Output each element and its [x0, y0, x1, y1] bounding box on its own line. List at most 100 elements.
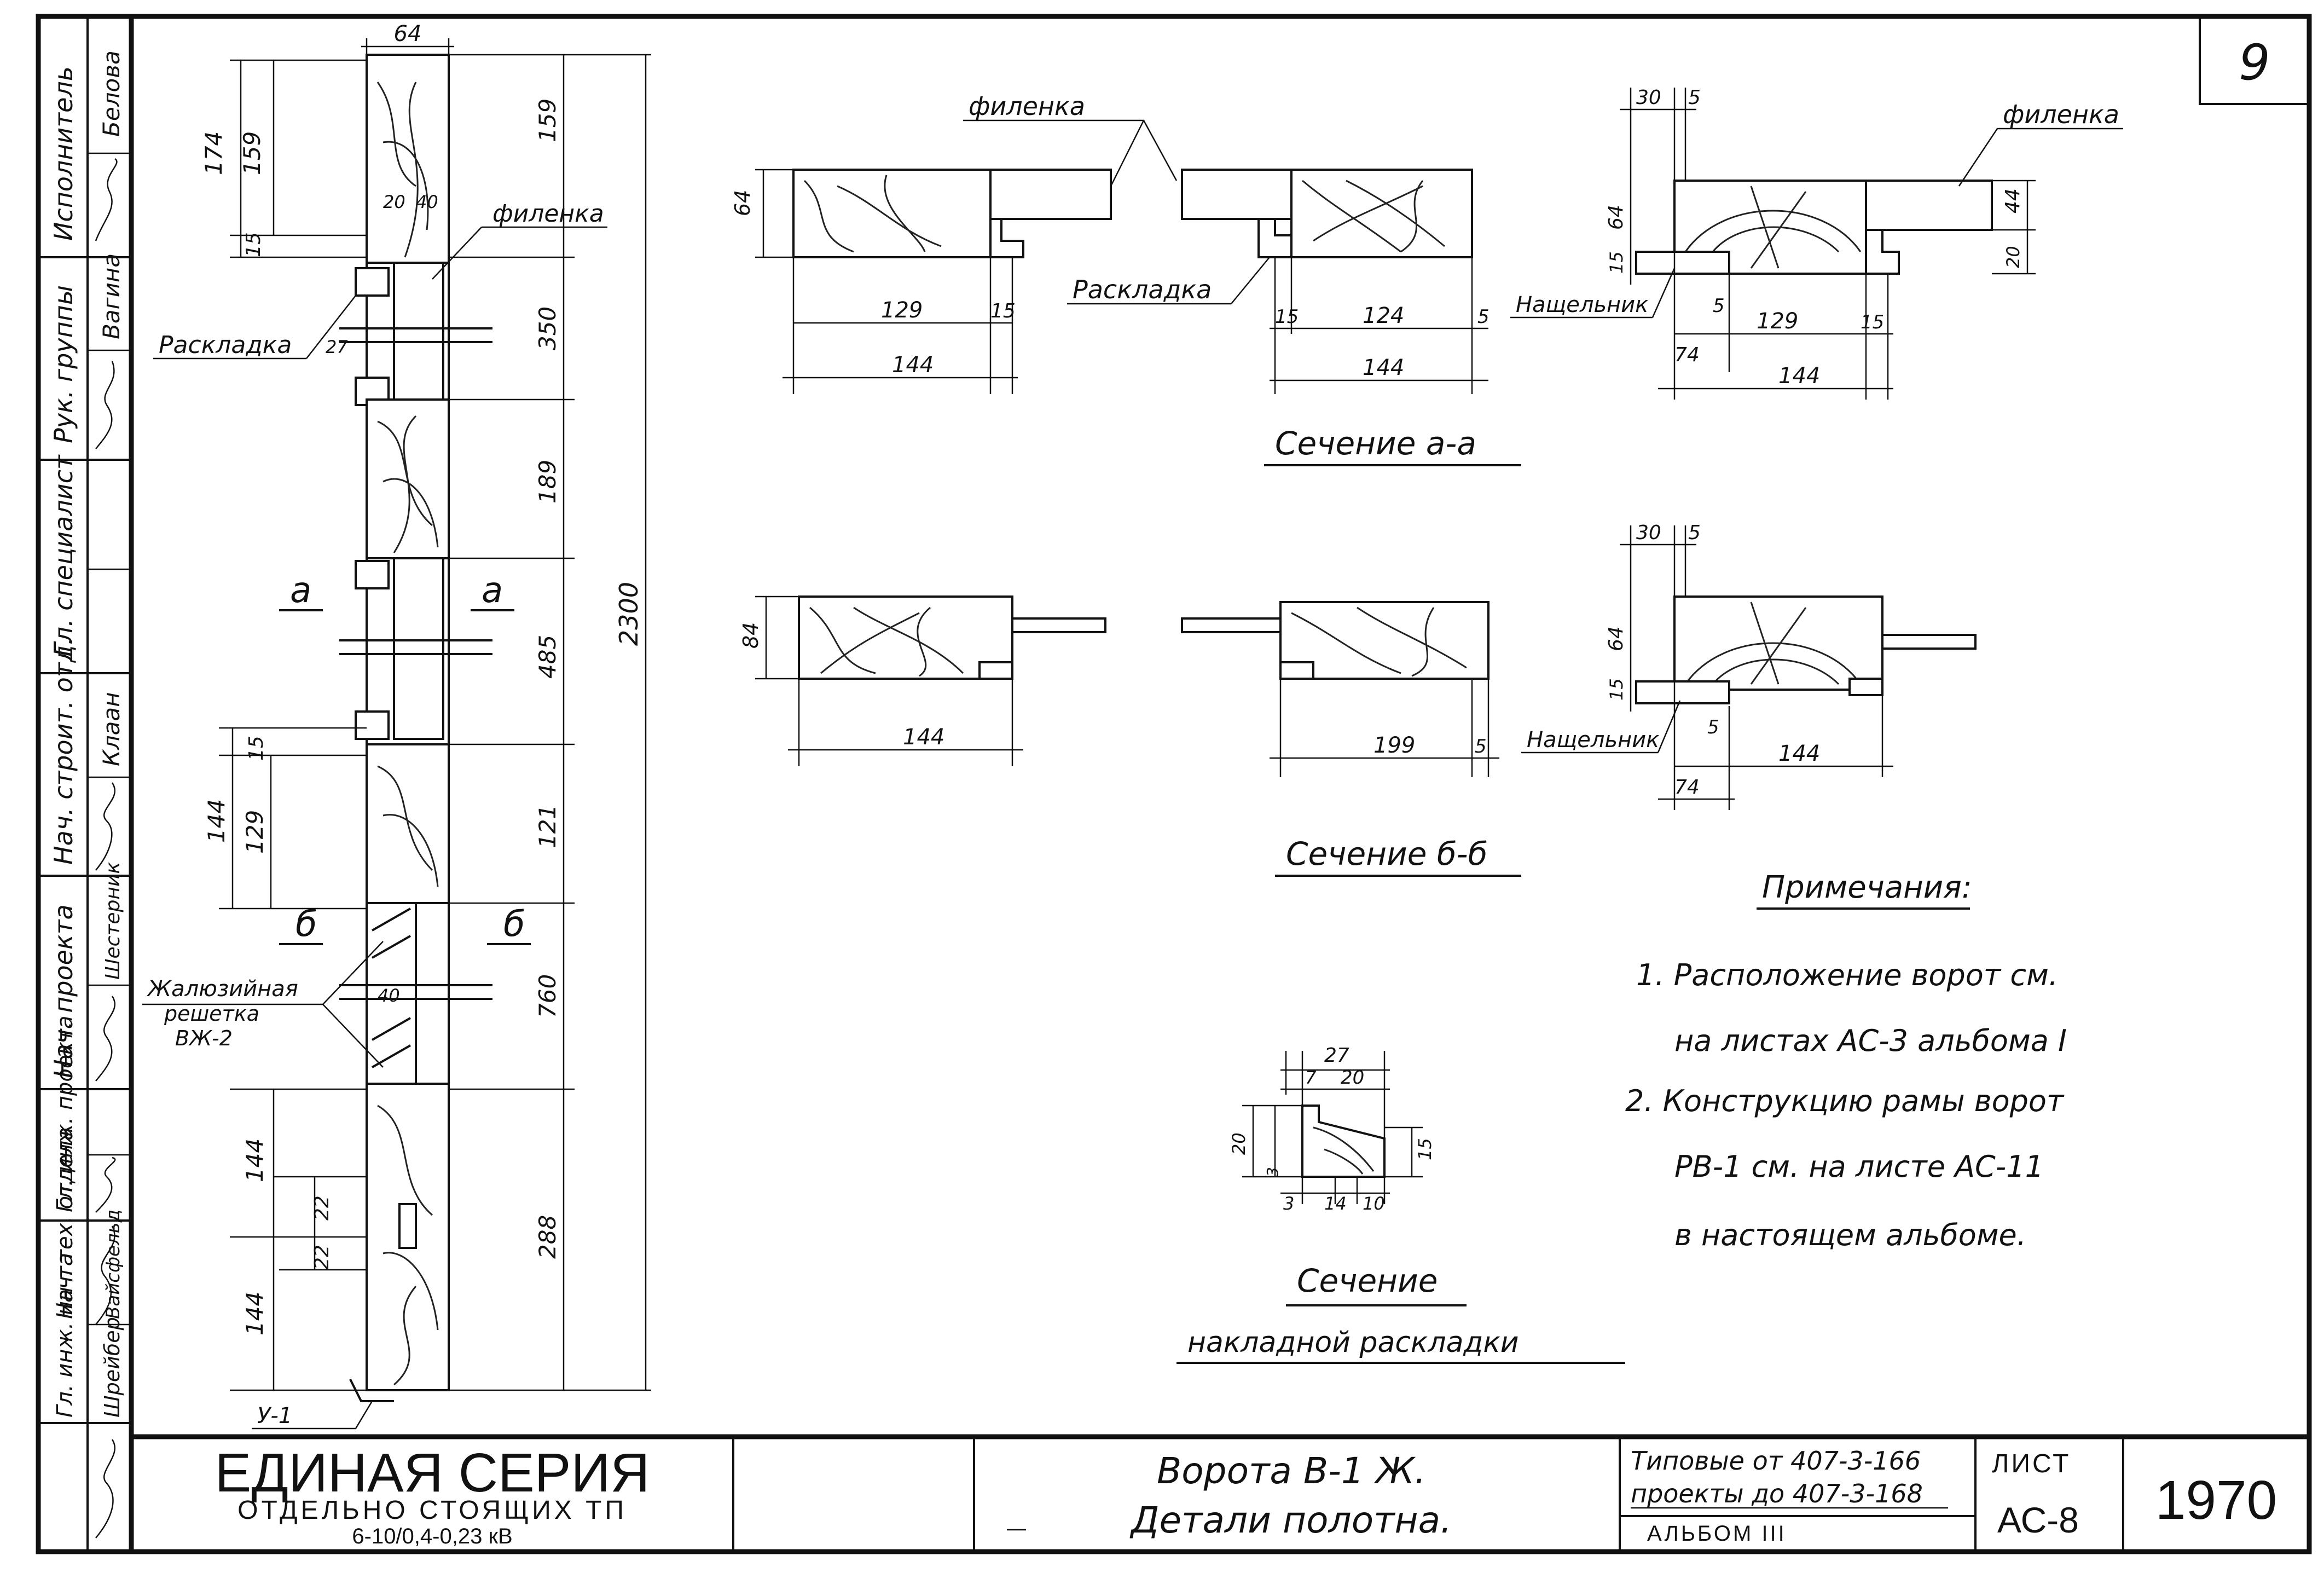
note-line-2: на листах АС-3 альбома I: [1674, 1023, 2067, 1058]
sidebar-role-7: Нач. тех. отдела: [53, 1127, 78, 1319]
aa-dim-144b: 144: [1363, 355, 1404, 380]
door-elevation: 174 159 15 144 129 15 144 22 22 144 64 2…: [142, 21, 651, 1430]
sidebar-role-2: Рук. группы: [49, 285, 78, 443]
dim-r-189: 189: [534, 460, 561, 504]
bb-dim-199: 199: [1373, 733, 1415, 758]
aa-dim-44: 44: [2002, 188, 2024, 213]
notes-title: Примечания:: [1762, 870, 1972, 905]
series-title-2: ОТДЕЛЬНО СТОЯЩИХ ТП: [237, 1496, 627, 1525]
bb-dim-5: 5: [1475, 736, 1487, 757]
note-line-3: 2. Конструкцию рамы ворот: [1625, 1084, 2065, 1118]
nakl-dim-20v: 20: [1228, 1132, 1249, 1155]
bb-dim-15: 15: [1606, 678, 1627, 701]
note-line-5: в настоящем альбоме.: [1674, 1218, 2026, 1252]
dim-r-485: 485: [534, 635, 561, 679]
cut-a-right: а: [482, 570, 503, 611]
aa-dim-124: 124: [1363, 303, 1404, 328]
aa-dim-129: 129: [881, 298, 923, 323]
sidebar-name-1: Белова: [98, 50, 125, 137]
cut-b-right: б: [503, 904, 525, 945]
nakl-dim-3b: 3: [1283, 1193, 1294, 1214]
dim-22b: 22: [311, 1245, 333, 1270]
note-line-1: 1. Расположение ворот см.: [1636, 958, 2058, 992]
label-jalousie-2: решетка: [164, 1002, 259, 1026]
cut-a-left: а: [290, 570, 311, 611]
label-jalousie-1: Жалюзийная: [146, 976, 298, 1002]
typ-line-2: проекты до 407-3-168: [1631, 1479, 1923, 1508]
aa-dim-64r: 64: [1605, 205, 1627, 230]
notes: Примечания: 1. Расположение ворот см. на…: [1625, 870, 2067, 1252]
note-line-4: РВ-1 см. на листе АС-11: [1674, 1149, 2044, 1184]
dim-174: 174: [200, 131, 227, 175]
dim-20: 20: [383, 192, 405, 212]
dim-144b: 144: [241, 1138, 268, 1182]
section-bb: 84 144 199 5 30 5 64 15 5 74 144 Нащельн…: [739, 522, 1977, 877]
sheet-frame: [36, 14, 2312, 1554]
aa-dim-5: 5: [1477, 306, 1490, 328]
year: 1970: [2155, 1470, 2277, 1531]
nakl-dim-15: 15: [1415, 1138, 1435, 1160]
sidebar-name-2: Вагина: [98, 253, 125, 339]
dim-r-288: 288: [534, 1215, 561, 1259]
dim-129: 129: [241, 810, 268, 854]
label-filenka: филенка: [492, 200, 604, 228]
aa-dim-15r: 15: [1606, 251, 1627, 274]
sidebar-name-7: Вайсфельд: [102, 1210, 124, 1319]
dim-159: 159: [239, 131, 265, 175]
aa-dim-15: 15: [990, 300, 1016, 322]
sidebar-role-3: Гл. специалист: [49, 454, 78, 657]
sidebar-role-6: Гл. инж. проекта: [53, 1016, 78, 1213]
sidebar-role-4: Нач. строит. отд.: [49, 637, 78, 865]
dim-r-121: 121: [534, 805, 561, 848]
sidebar-name-4: Клаан: [98, 692, 125, 766]
title-block: ЕДИНАЯ СЕРИЯ ОТДЕЛЬНО СТОЯЩИХ ТП 6-10/0,…: [215, 1437, 2277, 1552]
aa-dim-5r: 5: [1688, 86, 1701, 109]
section-nakl-title-2: накладной раскладки: [1187, 1326, 1519, 1359]
dim-15b: 15: [245, 736, 268, 761]
bb-dim-144r: 144: [1778, 741, 1820, 766]
sheet-number: 9: [2239, 34, 2270, 91]
aa-label-filenka-r: филенка: [2003, 100, 2119, 129]
dim-144c: 144: [241, 1292, 268, 1335]
series-title-1: ЕДИНАЯ СЕРИЯ: [215, 1442, 650, 1504]
nakl-dim-14: 14: [1324, 1193, 1347, 1214]
bb-dim-30: 30: [1636, 522, 1661, 544]
sidebar-role-1: Исполнитель: [49, 66, 78, 241]
aa-dim-30: 30: [1636, 86, 1661, 109]
dim-r-159: 159: [534, 99, 561, 142]
nakl-dim-10: 10: [1363, 1193, 1385, 1214]
nakl-dim-7: 7: [1305, 1067, 1317, 1088]
bb-dim-144: 144: [903, 725, 944, 750]
nakl-dim-3: 3: [1264, 1167, 1282, 1177]
sidebar-name-8: Шрейбер: [100, 1317, 124, 1418]
aa-dim-15b: 15: [1275, 306, 1299, 328]
section-bb-title: Сечение б-б: [1286, 835, 1487, 872]
album: АЛЬБОМ III: [1647, 1522, 1787, 1546]
label-raskladka: Раскладка: [159, 331, 292, 359]
bb-dim-84: 84: [739, 622, 763, 649]
dim-40b: 40: [378, 985, 400, 1006]
aa-dim-74: 74: [1674, 344, 1700, 366]
typ-line-1: Типовые от 407-3-166: [1631, 1446, 1921, 1476]
dim-15: 15: [242, 232, 265, 257]
bb-dim-64: 64: [1605, 626, 1627, 651]
nakl-dim-20: 20: [1341, 1067, 1364, 1089]
aa-label-filenka: филенка: [969, 91, 1085, 121]
nakl-dim-27: 27: [1324, 1044, 1349, 1067]
label-u1: У-1: [257, 1403, 292, 1429]
aa-label-nashchelnik: Нащельник: [1516, 292, 1648, 317]
dim-r-350: 350: [534, 307, 561, 350]
sidebar: Исполнитель Белова Рук. группы Вагина Гл…: [38, 50, 131, 1539]
section-aa: филенка 64 129 15 144 Раскладка 15 124 5…: [731, 86, 2123, 466]
dim-40: 40: [416, 192, 438, 212]
drawing-name-2: Детали полотна.: [1129, 1499, 1452, 1541]
aa-dim-5r2: 5: [1713, 295, 1725, 317]
aa-dim-129r: 129: [1757, 309, 1798, 334]
aa-dim-15r2: 15: [1861, 311, 1884, 333]
bb-dim-74: 74: [1674, 776, 1700, 799]
aa-dim-64: 64: [731, 190, 755, 216]
aa-dim-20: 20: [2003, 246, 2024, 268]
section-nakl-title-1: Сечение: [1297, 1262, 1438, 1299]
dim-total-2300: 2300: [614, 582, 644, 646]
